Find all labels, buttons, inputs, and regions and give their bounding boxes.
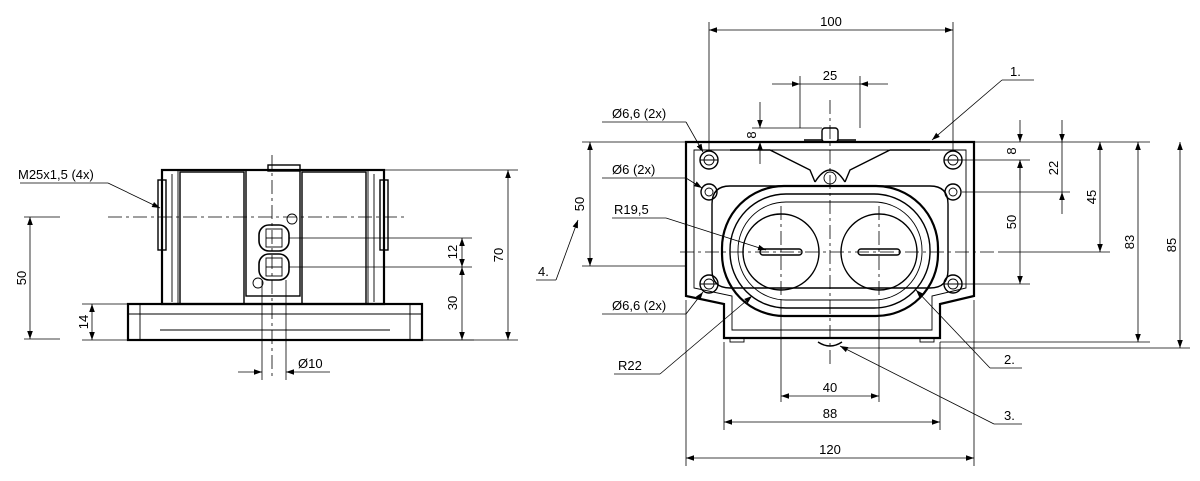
dim-phi10: Ø10 xyxy=(298,356,323,371)
dim-70-side: 70 xyxy=(491,248,506,262)
dim-14-side: 14 xyxy=(76,315,91,329)
dim-88: 88 xyxy=(823,406,837,421)
dim-12-side: 12 xyxy=(445,245,460,259)
callout-1: 1. xyxy=(1010,64,1021,79)
dim-45: 45 xyxy=(1084,190,1099,204)
dim-8-right: 8 xyxy=(1004,147,1019,154)
base-plate xyxy=(126,302,424,342)
dim-50-side: 50 xyxy=(14,271,29,285)
dim-85: 85 xyxy=(1164,238,1179,252)
radius-22-label: R22 xyxy=(618,358,642,373)
dim-50-right: 50 xyxy=(1004,215,1019,229)
dim-120: 120 xyxy=(819,442,841,457)
callout-2: 2. xyxy=(1004,352,1015,367)
dim-8-top: 8 xyxy=(744,131,759,138)
dim-40: 40 xyxy=(823,380,837,395)
radius-19-5-label: R19,5 xyxy=(614,202,649,217)
hole-6-label: Ø6 (2x) xyxy=(612,162,655,177)
dim-50-left: 50 xyxy=(572,197,587,211)
dim-25: 25 xyxy=(823,68,837,83)
dim-83: 83 xyxy=(1122,235,1137,249)
hole-mid-left xyxy=(700,183,718,201)
cable-gland-left xyxy=(157,179,167,251)
side-view: M25x1,5 (4x) 50 14 12 30 70 Ø10 xyxy=(14,155,518,380)
dim-22: 22 xyxy=(1046,161,1061,175)
callout-3: 3. xyxy=(1004,408,1015,423)
front-view: 100 25 8 8 22 50 45 xyxy=(536,14,1190,466)
hole-66-bottom-label: Ø6,6 (2x) xyxy=(612,298,666,313)
hole-66-top-label: Ø6,6 (2x) xyxy=(612,106,666,121)
hole-mid-right xyxy=(944,183,962,201)
cable-gland-right xyxy=(379,179,389,251)
thread-label: M25x1,5 (4x) xyxy=(18,167,94,182)
callout-4: 4. xyxy=(538,264,549,279)
dim-30-side: 30 xyxy=(445,296,460,310)
dim-100: 100 xyxy=(820,14,842,29)
